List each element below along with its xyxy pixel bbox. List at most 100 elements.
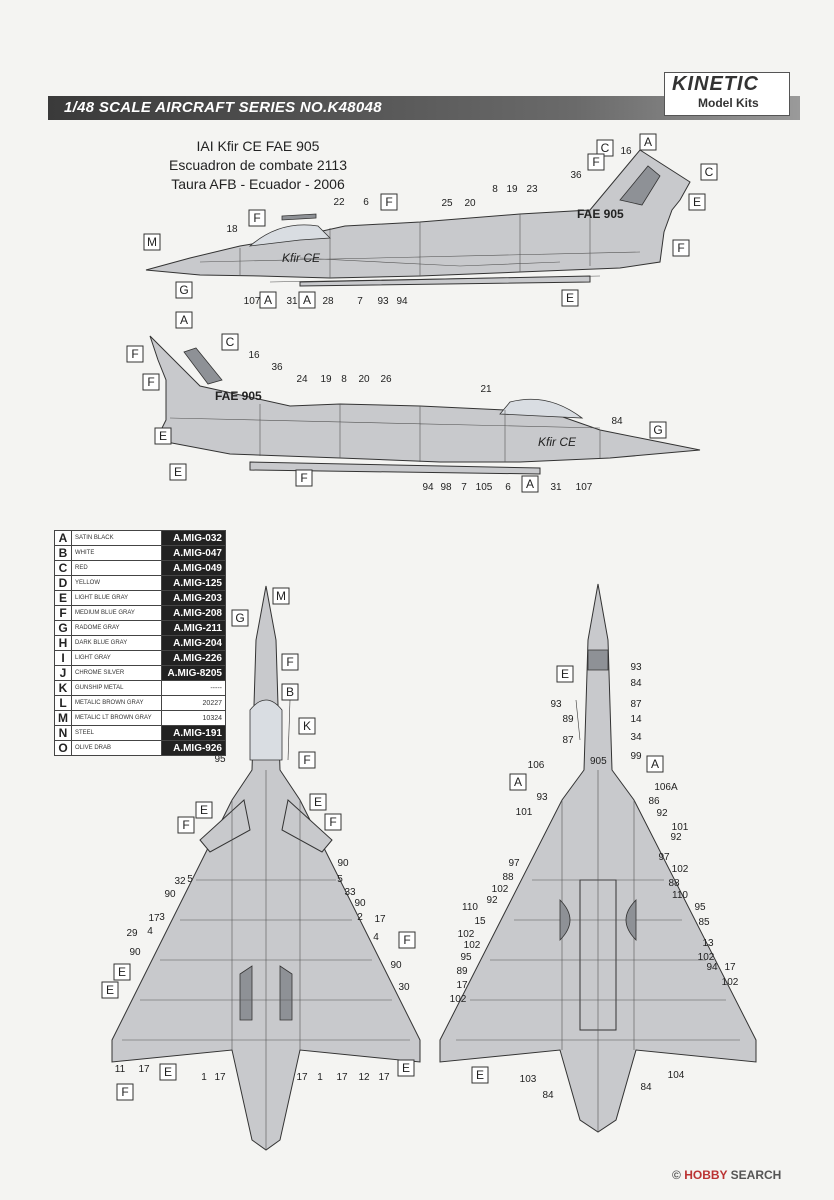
color-callout-letter: F: [329, 815, 336, 829]
decal-number-callout: 88: [668, 878, 680, 889]
color-callout-box: F: [324, 813, 342, 831]
legend-letter: H: [54, 635, 72, 651]
color-callout-letter: M: [147, 235, 157, 249]
decal-number-callout: 17: [724, 962, 736, 973]
legend-paint-code: A.MIG-049: [161, 560, 226, 576]
legend-paint-code: A.MIG-8205: [161, 665, 226, 681]
color-callout-letter: C: [705, 165, 714, 179]
color-callout-box: F: [142, 373, 160, 391]
brand-logo: KINETIC: [672, 73, 759, 95]
color-callout-box: E: [556, 665, 574, 683]
serial-marking-1: FAE 905: [577, 207, 624, 221]
decal-number-callout: 25: [441, 198, 453, 209]
legend-paint-code: 10324: [161, 710, 226, 726]
color-callout-letter: E: [561, 667, 569, 681]
decal-number-callout: 5: [187, 874, 193, 885]
decal-number-callout: 93: [630, 662, 642, 673]
decal-number-callout: 107: [244, 296, 261, 307]
legend-color-name: SATIN BLACK: [71, 530, 162, 546]
decal-number-callout: 102: [458, 929, 475, 940]
decal-number-callout: 99: [630, 751, 642, 762]
decal-number-callout: 95: [214, 754, 226, 765]
decal-number-callout: 89: [562, 714, 574, 725]
top-view: [111, 585, 421, 1151]
color-callout-letter: F: [592, 155, 599, 169]
color-callout-letter: A: [264, 293, 272, 307]
color-callout-box: F: [398, 931, 416, 949]
decal-number-callout: 90: [354, 898, 366, 909]
decal-number-callout: 20: [358, 374, 370, 385]
decal-number-callout: 34: [630, 732, 642, 743]
decal-number-callout: 101: [516, 807, 533, 818]
color-callout-box: M: [272, 587, 290, 605]
color-callout-box: C: [221, 333, 239, 351]
decal-number-callout: 24: [296, 374, 308, 385]
color-callout-letter: E: [118, 965, 126, 979]
decal-number-callout: 102: [672, 864, 689, 875]
nose-marking-2: Kfir CE: [538, 435, 577, 449]
color-callout-letter: K: [303, 719, 311, 733]
decal-number-callout: 8: [492, 184, 498, 195]
color-callout-letter: A: [303, 293, 311, 307]
hobbysearch-watermark: © HOBBY SEARCH: [672, 1168, 782, 1182]
color-callout-box: G: [175, 281, 193, 299]
color-callout-letter: F: [677, 241, 684, 255]
color-callout-letter: G: [179, 283, 188, 297]
legend-color-name: RED: [71, 560, 162, 576]
nose-number-bottom: 905: [590, 756, 607, 767]
color-callout-letter: C: [601, 141, 610, 155]
decal-number-callout: 31: [286, 296, 298, 307]
legend-paint-code: A.MIG-203: [161, 590, 226, 606]
color-callout-letter: E: [159, 429, 167, 443]
decal-number-callout: 4: [373, 932, 379, 943]
legend-paint-code: A.MIG-125: [161, 575, 226, 591]
side-view-left: [145, 149, 691, 287]
color-callout-letter: F: [303, 753, 310, 767]
legend-paint-code: A.MIG-926: [161, 740, 226, 756]
color-callout-letter: E: [476, 1068, 484, 1082]
decal-number-callout: 17: [296, 1072, 308, 1083]
color-callout-box: E: [159, 1063, 177, 1081]
color-callout-box: E: [154, 427, 172, 445]
decal-number-callout: 18: [226, 224, 238, 235]
decal-number-callout: 17: [378, 1072, 390, 1083]
color-callout-letter: F: [253, 211, 260, 225]
decal-number-callout: 1: [201, 1072, 207, 1083]
decal-number-callout: 93: [550, 699, 562, 710]
decal-number-callout: 106A: [654, 782, 678, 793]
decal-number-callout: 16: [248, 350, 260, 361]
color-callout-letter: A: [651, 757, 659, 771]
legend-color-name: CHROME SILVER: [71, 665, 162, 681]
legend-paint-code: A.MIG-191: [161, 725, 226, 741]
legend-paint-code: A.MIG-208: [161, 605, 226, 621]
color-callout-letter: E: [314, 795, 322, 809]
decal-number-callout: 103: [520, 1074, 537, 1085]
color-callout-letter: E: [200, 803, 208, 817]
color-callout-letter: F: [286, 655, 293, 669]
color-callout-box: F: [380, 193, 398, 211]
color-callout-letter: E: [164, 1065, 172, 1079]
color-callout-letter: F: [182, 818, 189, 832]
decal-number-callout: 19: [320, 374, 332, 385]
decal-number-callout: 36: [271, 362, 283, 373]
color-callout-box: E: [309, 793, 327, 811]
legend-color-name: LIGHT GRAY: [71, 650, 162, 666]
legend-paint-code: A.MIG-226: [161, 650, 226, 666]
color-callout-letter: F: [385, 195, 392, 209]
color-callout-letter: E: [106, 983, 114, 997]
color-callout-letter: E: [174, 465, 182, 479]
color-callout-box: F: [672, 239, 690, 257]
decal-number-callout: 7: [461, 482, 467, 493]
decal-number-callout: 17: [456, 980, 468, 991]
color-callout-box: G: [649, 421, 667, 439]
decal-number-callout: 102: [722, 977, 739, 988]
decal-number-callout: 97: [658, 852, 670, 863]
color-callout-letter: E: [693, 195, 701, 209]
legend-letter: O: [54, 740, 72, 756]
